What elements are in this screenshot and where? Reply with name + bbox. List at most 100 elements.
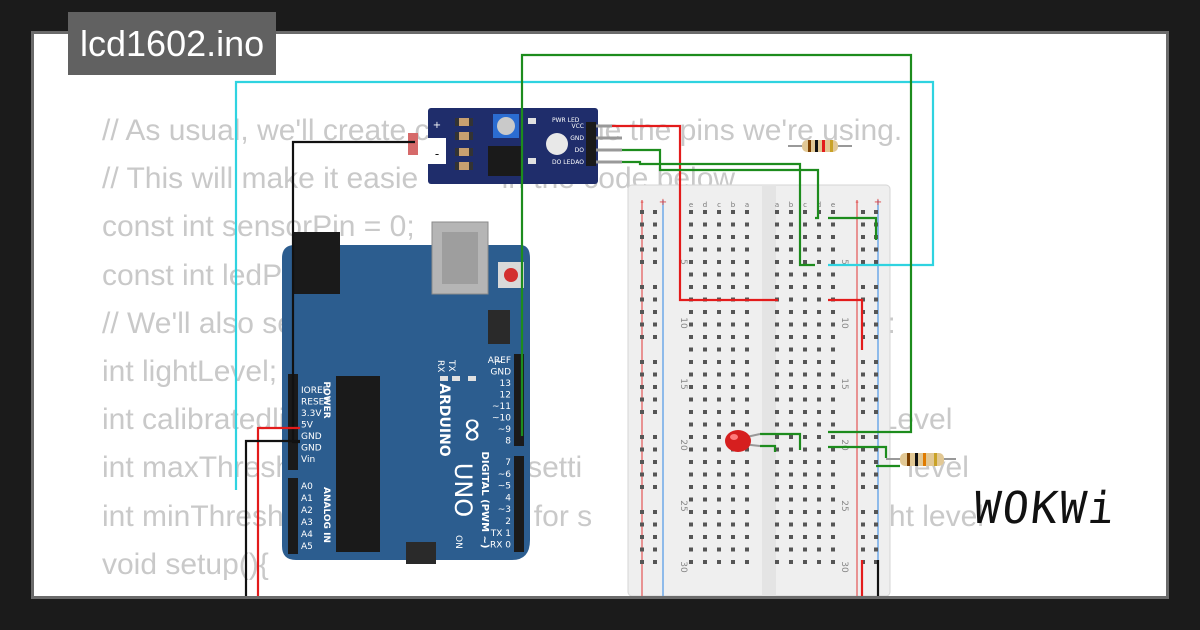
pin-label: A4 <box>301 530 313 540</box>
pin-label: A3 <box>301 518 313 528</box>
rx-label: RX <box>435 360 445 372</box>
breadboard-letter: b <box>789 201 794 209</box>
pin-label: 13 <box>500 379 511 389</box>
analog-header-label: ANALOG IN <box>321 487 331 543</box>
pin-label: RESET <box>301 398 330 408</box>
code-line: int minThresh ed for s light level <box>102 499 984 533</box>
pin-label: A1 <box>301 494 313 504</box>
on-led-label: ON <box>453 535 463 549</box>
breadboard-row-number: 15 <box>839 378 849 389</box>
sensor-pin-label: DO <box>575 147 585 154</box>
cyan-wire[interactable] <box>234 80 935 490</box>
resistor-bottom[interactable] <box>886 453 956 466</box>
wokwi-logo: WOKWi <box>970 483 1119 534</box>
red-led[interactable] <box>725 430 761 452</box>
do-led-label: DO LED <box>552 159 575 166</box>
breadboard-row-number: 25 <box>678 500 688 511</box>
green-wire-do[interactable] <box>622 148 820 220</box>
comparator-chip <box>488 146 522 176</box>
breadboard-letter: a <box>775 201 779 209</box>
code-line: int lightLevel; <box>102 355 278 389</box>
rail-sign: + <box>874 197 882 208</box>
pin-label: A2 <box>301 506 313 516</box>
breadboard-letter: c <box>717 201 721 209</box>
sensor-connector <box>408 133 418 155</box>
pin-label: ~9 <box>498 425 512 435</box>
rail-sign: - <box>640 197 644 208</box>
breadboard-row-number: 30 <box>839 561 849 573</box>
green-wire-led-a[interactable] <box>760 432 802 450</box>
sensor-pin-plus: + <box>433 120 441 131</box>
pin-label: A0 <box>301 482 313 492</box>
pin-label: 8 <box>505 437 511 447</box>
pin-label: GND <box>301 444 322 454</box>
pin-label: 4 <box>505 493 511 503</box>
red-wire-rail[interactable] <box>828 298 864 350</box>
breadboard-row-number: 20 <box>839 439 849 451</box>
atmega-chip <box>336 376 380 552</box>
rail-sign: + <box>659 197 667 208</box>
pin-label: ~6 <box>498 470 512 480</box>
breadboard-row-number: 15 <box>678 378 688 389</box>
sensor-pin-label: VCC <box>572 123 584 130</box>
breadboard-row-number: 30 <box>678 561 688 573</box>
sketch-title: lcd1602.ino <box>68 12 277 75</box>
pin-label: 7 <box>505 458 511 468</box>
pin-label: AREF <box>488 356 511 366</box>
simulation-canvas[interactable]: // As usual, we'll create c to name the … <box>31 31 1169 599</box>
analog-header[interactable] <box>288 478 298 554</box>
breadboard-row-number: 10 <box>839 317 849 329</box>
green-wire-rail[interactable] <box>828 216 878 240</box>
pin-label: GND <box>301 432 322 442</box>
power-header-label: POWER <box>321 381 331 418</box>
pin-label: 12 <box>500 391 511 401</box>
code-line: const int ledPi <box>102 258 289 292</box>
green-wire[interactable] <box>520 53 913 436</box>
l-led-label: L <box>492 360 502 365</box>
sensor-pin-label: GND <box>570 135 584 142</box>
red-wire-5v[interactable] <box>256 426 300 596</box>
pin-label: 2 <box>505 517 511 527</box>
wires <box>234 53 935 596</box>
pin-label: 5V <box>301 421 314 431</box>
green-wire-led-c[interactable] <box>828 445 888 458</box>
breadboard-letter: c <box>803 201 807 209</box>
digital-header-bottom[interactable] <box>514 456 524 552</box>
pin-label: A5 <box>301 542 313 552</box>
tx-label: TX <box>446 359 456 372</box>
breadboard-row-number: 10 <box>678 317 688 329</box>
breadboard-row-number: 20 <box>678 439 688 451</box>
pin-label: 3.3V <box>301 409 322 419</box>
breadboard-row-number: 5 <box>839 259 849 265</box>
resistor-top[interactable] <box>788 140 852 152</box>
red-wire-sensor[interactable] <box>612 124 778 302</box>
photoresistor-icon <box>546 133 568 155</box>
green-wire-led-b[interactable] <box>760 444 777 452</box>
digital-header-top[interactable] <box>514 354 524 446</box>
pin-label: ~3 <box>498 505 511 515</box>
pin-label: TX 1 <box>490 529 511 539</box>
sensor-pin-label: AO <box>575 159 584 166</box>
pwr-led-label: PWR LED <box>552 117 580 124</box>
breadboard-row-number: 25 <box>839 500 849 511</box>
power-jack <box>294 232 340 294</box>
black-wire-arduino-gnd[interactable] <box>244 439 300 596</box>
arduino-brand-label: ARDUINO <box>436 383 452 457</box>
breadboard-letter: a <box>745 201 749 209</box>
digital-header-label: DIGITAL (PWM ~) <box>479 452 490 549</box>
rail-sign: - <box>855 197 859 208</box>
sensor-pin-labels: VCC GND DO AO <box>570 123 584 166</box>
code-line: void setup(){ <box>102 547 269 581</box>
green-wire-ao[interactable] <box>622 160 815 267</box>
arduino-logo-icon: ∞ <box>453 416 493 444</box>
pin-label: GND <box>490 368 511 378</box>
